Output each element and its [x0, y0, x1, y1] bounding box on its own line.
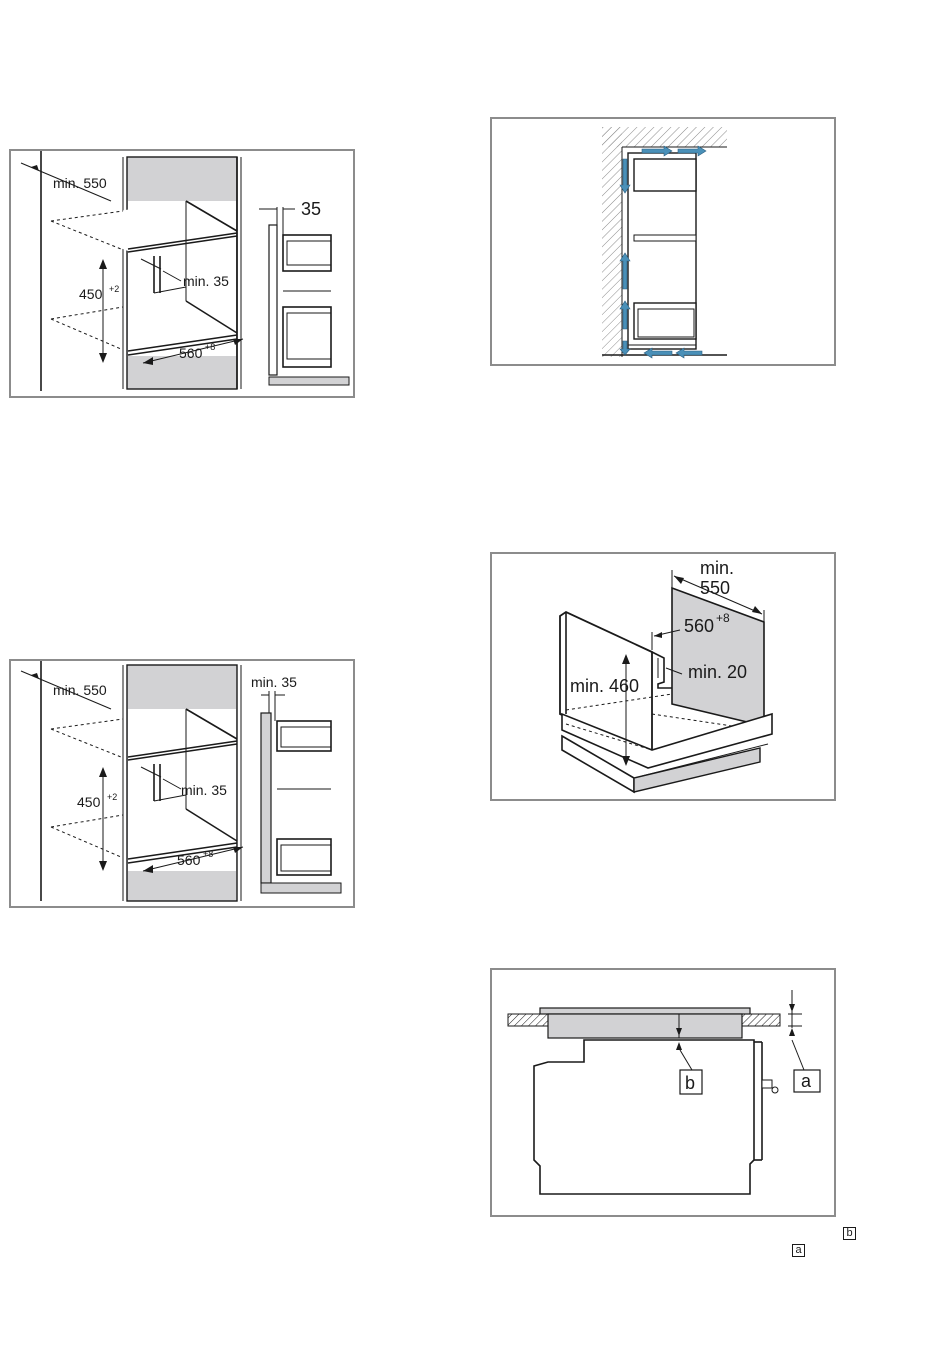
label-450-tolerance: +2 — [109, 284, 119, 294]
footer-callout-a: a — [792, 1244, 805, 1257]
label-550: 550 — [700, 578, 730, 598]
tall-cabinet-drawing: min. 550 450 +2 min. 35 560 +8 min. 35 — [11, 661, 357, 910]
label-560: 560 — [179, 345, 203, 361]
footer-callout-b: b — [843, 1227, 856, 1240]
label-560-tolerance: +8 — [205, 342, 215, 352]
callout-a-label: a — [801, 1071, 812, 1091]
label-450: 450 — [79, 286, 103, 302]
diagram-worktop-section: b a — [490, 968, 836, 1217]
label-450-tolerance: +2 — [107, 792, 117, 802]
base-cabinet-drawing: min. 550 560 +8 min. 460 min. 20 — [492, 554, 838, 803]
label-560-tolerance: +8 — [716, 611, 730, 625]
label-560-tolerance: +8 — [203, 849, 213, 859]
label-560: 560 — [177, 852, 201, 868]
label-min-550: min. 550 — [53, 682, 107, 698]
ventilation-drawing — [492, 119, 838, 368]
label-min-20: min. 20 — [688, 662, 747, 682]
diagram-base-cabinet-dimensions: min. 550 560 +8 min. 460 min. 20 — [490, 552, 836, 801]
label-min: min. — [700, 558, 734, 578]
label-side-min-35: min. 35 — [251, 674, 297, 690]
label-560: 560 — [684, 616, 714, 636]
label-min-460: min. 460 — [570, 676, 639, 696]
worktop-section-drawing: b a — [492, 970, 838, 1219]
label-min-35: min. 35 — [183, 273, 229, 289]
label-450: 450 — [77, 794, 101, 810]
label-min-550: min. 550 — [53, 175, 107, 191]
callout-b-label: b — [685, 1073, 695, 1093]
diagram-tall-cabinet-installation: min. 550 450 +2 min. 35 560 +8 min. 35 — [9, 659, 355, 908]
diagram-ventilation-flow — [490, 117, 836, 366]
wall-cabinet-drawing: min. 550 450 +2 min. 35 560 +8 35 — [11, 151, 357, 400]
label-side-35: 35 — [301, 199, 321, 219]
diagram-wall-cabinet-installation: min. 550 450 +2 min. 35 560 +8 35 — [9, 149, 355, 398]
label-min-35: min. 35 — [181, 782, 227, 798]
